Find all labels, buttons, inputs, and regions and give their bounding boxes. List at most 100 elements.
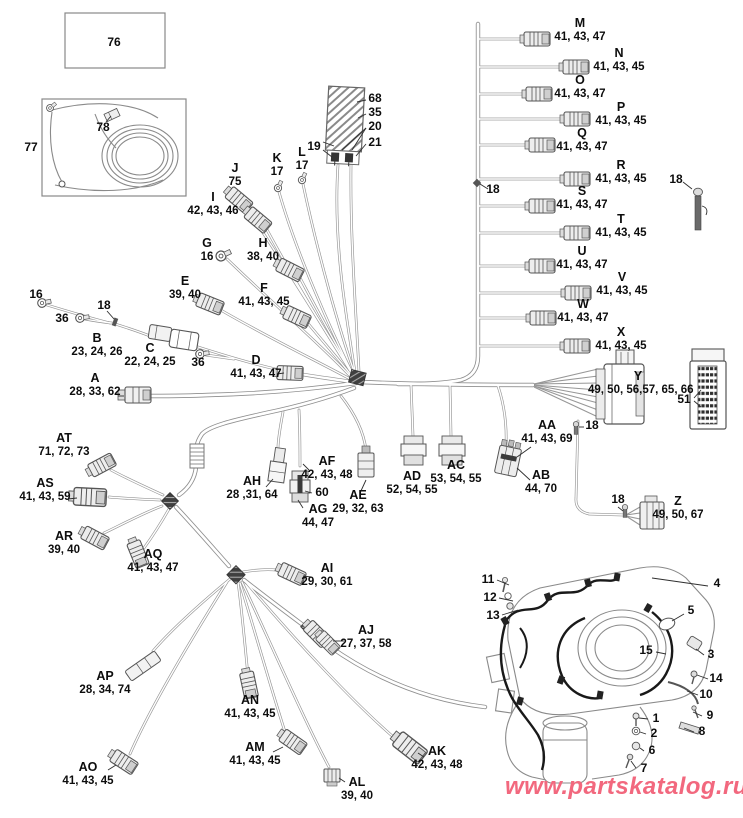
coil-connector-icon — [103, 107, 121, 123]
inset-box-76 — [64, 12, 166, 69]
label-7: 7 — [640, 761, 648, 775]
ac-connector-icon — [438, 435, 466, 466]
a-connector-icon — [117, 386, 152, 404]
label-9: 9 — [706, 708, 714, 722]
label-18-top-right: 18 — [669, 172, 683, 186]
label-18-y: 18 — [585, 418, 599, 432]
label-10: 10 — [699, 687, 713, 701]
label-60: 60 — [315, 485, 329, 499]
label-8: 8 — [698, 724, 706, 738]
y-connector-icon — [595, 349, 645, 425]
ah-connector-icon — [267, 446, 288, 484]
clip-18-z-icon — [621, 504, 629, 518]
y-connector-fan — [533, 368, 599, 418]
label-11: 11 — [481, 572, 495, 586]
label-2: 2 — [650, 726, 658, 740]
label-3: 3 — [707, 647, 715, 661]
af-ag-connector-icon — [289, 470, 311, 503]
clamp-18-icon — [111, 317, 119, 327]
hatched-module-icon — [324, 85, 366, 167]
label-18-bus: 18 — [486, 182, 500, 196]
bus-clamp-18-icon — [472, 178, 482, 188]
watermark-url: www.partskatalog.ru — [505, 773, 743, 800]
al-connector-icon — [323, 768, 341, 787]
junction-icon — [348, 368, 367, 387]
label-13: 13 — [486, 608, 500, 622]
label-1: 1 — [652, 711, 660, 725]
label-4: 4 — [713, 576, 721, 590]
ribbed-sleeve-icon — [189, 443, 205, 469]
engine-illustration — [485, 566, 715, 784]
label-16-left: 16 — [29, 287, 43, 301]
label-35: 35 — [368, 105, 382, 119]
label-15: 15 — [639, 643, 653, 657]
label-18-z: 18 — [611, 492, 625, 506]
label-18-left: 18 — [97, 298, 111, 312]
label-19: 19 — [307, 139, 321, 153]
ae-connector-icon — [357, 445, 375, 478]
callout-leader-lines — [67, 310, 624, 783]
label-76: 76 — [107, 35, 121, 49]
aa-ab-connector-icon — [494, 439, 522, 478]
ad-connector-icon — [400, 435, 427, 466]
clip-18-top-right-icon — [682, 181, 708, 231]
bc-assembly-icon — [147, 324, 200, 352]
label-5: 5 — [687, 603, 695, 617]
label-14: 14 — [709, 671, 723, 685]
junction-icon — [160, 491, 180, 511]
label-51: 51 — [677, 392, 691, 406]
inset-box-77 — [41, 98, 187, 197]
label-77: 77 — [24, 140, 38, 154]
ap-connector-icon — [125, 651, 161, 681]
z-connector-icon — [639, 495, 665, 530]
label-36-right: 36 — [191, 355, 205, 369]
label-6: 6 — [648, 743, 656, 757]
ring-terminal-icon — [58, 180, 66, 188]
z-connector-fan — [625, 506, 641, 526]
label-78: 78 — [96, 120, 110, 134]
label-21: 21 — [368, 135, 382, 149]
label-36-left: 36 — [55, 311, 69, 325]
